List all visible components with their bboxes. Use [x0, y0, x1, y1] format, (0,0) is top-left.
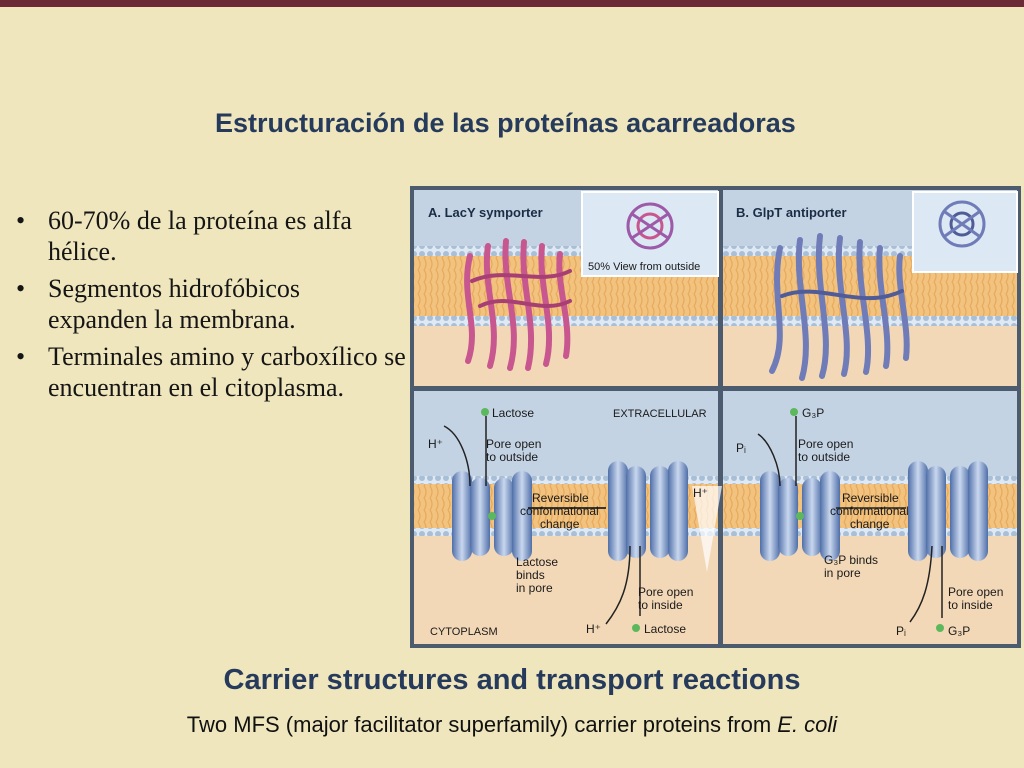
panel-b-title: B. GlpT antiporter: [736, 205, 847, 220]
lactose-dot-bottom: [632, 624, 640, 632]
bullet-item: • 60-70% de la proteína es alfa hélice.: [14, 205, 406, 267]
carrier-figure: 50% View from outside A. LacY symporter: [410, 186, 1021, 648]
lacy-structure: [464, 238, 572, 371]
bullet-text: 60-70% de la proteína es alfa hélice.: [48, 206, 352, 266]
lacy-inset-structure: [626, 202, 674, 250]
g3p-dot-top: [790, 408, 798, 416]
lactose-bottom-label: Lactose: [644, 622, 686, 636]
lactose-dot-top: [481, 408, 489, 416]
proton-bottom-label: H⁺: [586, 622, 601, 636]
panel-a: 50% View from outside A. LacY symporter: [414, 190, 719, 386]
figure-caption-title: Carrier structures and transport reactio…: [223, 664, 801, 696]
bullet-text: Terminales amino y carboxílico se encuen…: [48, 342, 406, 402]
figure-caption-subtitle: Two MFS (major facilitator superfamily) …: [0, 712, 1024, 738]
cytoplasm-label: CYTOPLASM: [430, 626, 498, 638]
carrier-open-inside-b: [908, 461, 988, 561]
lactose-top-label: Lactose: [492, 406, 534, 420]
pi-top-label: Pᵢ: [736, 441, 746, 455]
bullet-item: • Terminales amino y carboxílico se encue…: [14, 341, 406, 403]
pi-bottom-label: Pᵢ: [896, 624, 906, 638]
proton-top-label: H⁺: [428, 437, 443, 451]
top-accent-bar: [0, 0, 1024, 7]
panel-a-inset-label: 50% View from outside: [588, 261, 700, 273]
glpt-structure: [769, 233, 910, 381]
carrier-open-inside: [608, 461, 688, 561]
extracellular-label: EXTRACELLULAR: [613, 408, 707, 420]
caption-sub-species: E. coli: [777, 712, 838, 737]
panel-b: B. GlpT antiporter: [723, 190, 1018, 386]
proton-gradient-triangle: [692, 486, 722, 572]
g3p-dot-bottom: [936, 624, 944, 632]
carrier-open-outside: [452, 471, 532, 561]
gradient-proton-label: H⁺: [693, 486, 708, 500]
slide-title: Estructuración de las proteínas acarread…: [215, 108, 796, 138]
g3p-bottom-label: G₃P: [948, 624, 970, 638]
panel-a-title: A. LacY symporter: [428, 205, 543, 220]
carrier-open-outside-b: [760, 471, 840, 561]
bullet-text: Segmentos hidrofóbicos expanden la membr…: [48, 274, 301, 334]
caption-sub-text: Two MFS (major facilitator superfamily) …: [186, 712, 778, 737]
bullet-marker: •: [16, 274, 26, 303]
carrier-figure-svg: 50% View from outside A. LacY symporter: [414, 190, 1018, 644]
g3p-top-label: G₃P: [802, 406, 824, 420]
glpt-inset-structure: [938, 200, 986, 248]
bullet-marker: •: [16, 342, 26, 371]
bullet-item: • Segmentos hidrofóbicos expanden la memb…: [14, 273, 406, 335]
bullet-list: • 60-70% de la proteína es alfa hélice. •…: [14, 205, 406, 409]
bullet-marker: •: [16, 206, 26, 235]
